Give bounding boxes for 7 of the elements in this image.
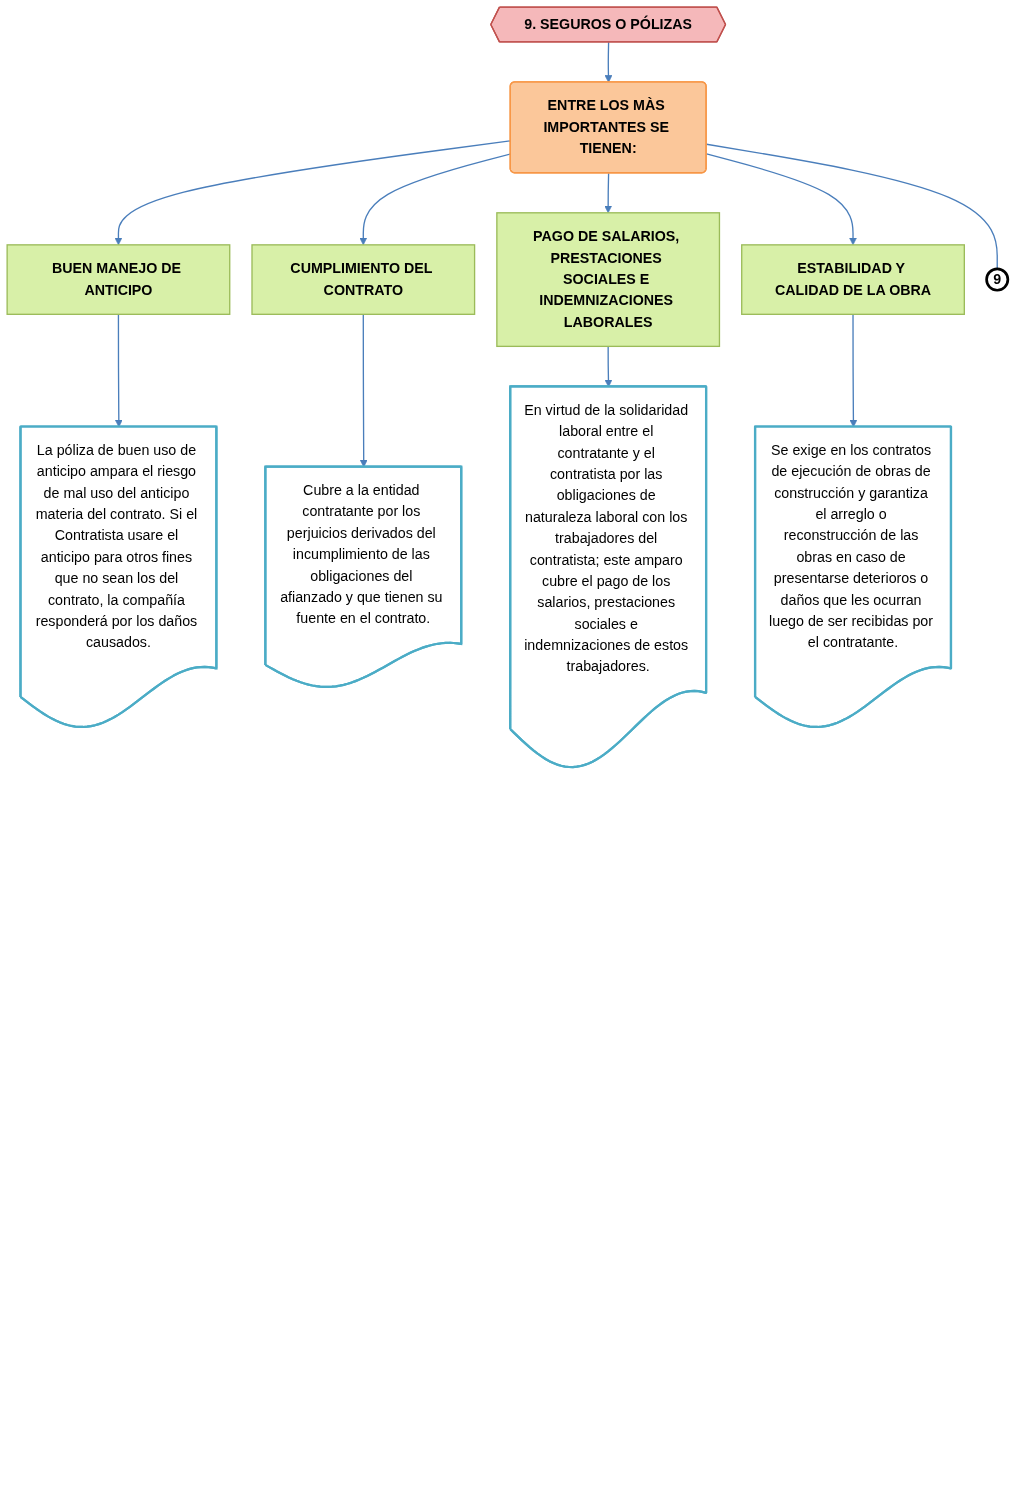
node-box: ESTABILIDAD Y CALIDAD DE LA OBRA: [741, 244, 965, 315]
arrow: [604, 172, 613, 214]
node-box: PAGO DE SALARIOS, PRESTACIONES SOCIALES E INDEMNIZACIONES LABORALES: [496, 212, 721, 348]
arrow: [604, 41, 613, 83]
node-box: CUMPLIMIENTO DEL CONTRATO: [251, 244, 476, 315]
node-box: BUEN MANEJO DE ANTICIPO: [6, 244, 231, 315]
node-circle: 9: [985, 267, 1010, 292]
